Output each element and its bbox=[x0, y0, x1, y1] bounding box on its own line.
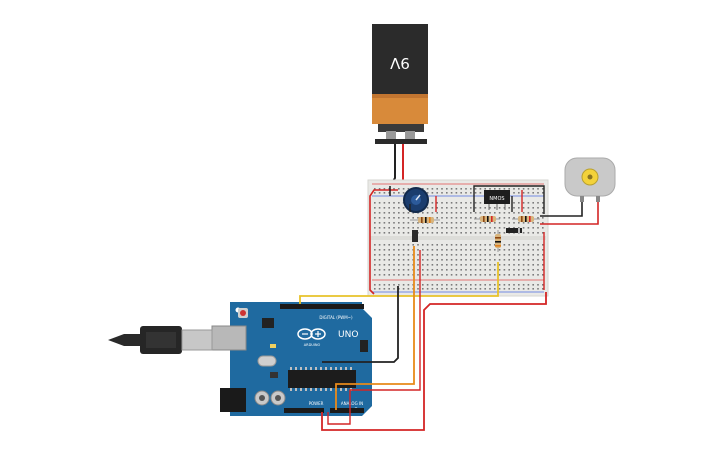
analog-header-label: ANALOG IN bbox=[341, 401, 363, 406]
pushbutton[interactable] bbox=[412, 230, 418, 242]
resistor-1[interactable] bbox=[410, 217, 440, 223]
wire-red-5v[interactable] bbox=[321, 292, 547, 431]
digital-header-label: DIGITAL (PWM~) bbox=[319, 315, 353, 320]
battery-label: 9V bbox=[389, 54, 410, 72]
wire-red-inner[interactable] bbox=[327, 250, 421, 425]
motor-wire-red[interactable] bbox=[540, 202, 599, 225]
jumper-red-left[interactable] bbox=[369, 189, 398, 295]
arduino-uno-label: UNO bbox=[338, 330, 358, 340]
arduino-logo bbox=[297, 328, 326, 340]
resistor-2[interactable] bbox=[474, 216, 500, 222]
resistor-4[interactable] bbox=[495, 230, 501, 252]
wire-yellow[interactable] bbox=[299, 262, 499, 304]
battery-label-band bbox=[372, 94, 428, 124]
arduino-brand-label: ARDUINO bbox=[304, 343, 321, 347]
power-header[interactable] bbox=[284, 408, 324, 413]
digital-header[interactable] bbox=[280, 304, 364, 309]
nmos-label: NMOS bbox=[489, 196, 504, 202]
power-jack bbox=[220, 388, 246, 412]
jumper-black-top[interactable] bbox=[473, 185, 545, 214]
analog-header[interactable] bbox=[330, 408, 364, 413]
breadboard[interactable] bbox=[367, 179, 549, 297]
power-header-label: POWER bbox=[309, 401, 324, 406]
dc-motor[interactable] bbox=[564, 157, 616, 202]
nmos-transistor[interactable]: NMOS bbox=[484, 190, 510, 210]
motor-wire-black[interactable] bbox=[540, 202, 583, 217]
potentiometer[interactable] bbox=[403, 187, 429, 213]
battery-clip bbox=[378, 124, 424, 132]
battery-body bbox=[372, 24, 428, 98]
usb-port bbox=[211, 325, 247, 351]
wire-orange[interactable] bbox=[335, 246, 415, 410]
wire-black-ground[interactable] bbox=[322, 286, 399, 363]
resistor-3[interactable] bbox=[512, 216, 540, 222]
arduino-uno[interactable]: DIGITAL (PWM~) UNO ARDUINO POWER ANALOG … bbox=[211, 302, 372, 416]
diode[interactable] bbox=[506, 228, 522, 233]
battery-9v[interactable]: 9V bbox=[372, 24, 428, 144]
atmega-chip bbox=[288, 370, 356, 388]
usb-plug-icon[interactable] bbox=[108, 326, 213, 354]
